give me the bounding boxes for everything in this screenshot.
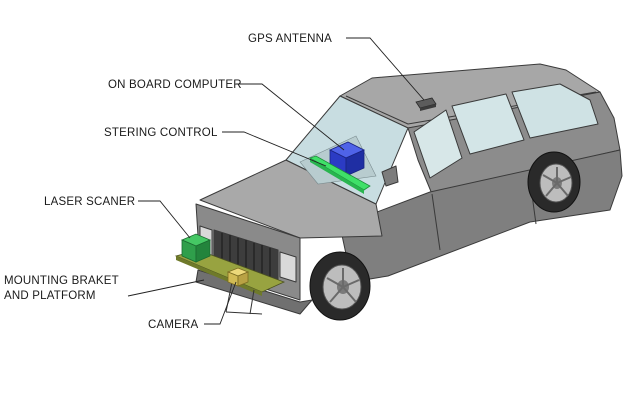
leader-laser-scanner: [138, 200, 191, 239]
door-line-front: [431, 193, 441, 251]
headlight-right: [279, 251, 297, 283]
rear-wheel: [527, 151, 581, 213]
car-hood: [199, 159, 383, 239]
label-mounting-bracket-line1: MOUNTING BRAKET: [4, 275, 119, 287]
camera-unit: [226, 267, 250, 287]
laser-scanner-unit: [180, 233, 212, 263]
label-mounting-bracket-line2: AND PLATFORM: [4, 290, 96, 302]
middle-side-window: [451, 93, 525, 155]
leader-on-board-computer: [236, 83, 345, 151]
leader-mounting-platform: [127, 279, 205, 297]
label-gps-antenna: GPS ANTENNA: [248, 33, 332, 45]
label-laser-scanner: LASER SCANER: [44, 196, 135, 208]
front-wheel: [309, 251, 371, 321]
label-camera: CAMERA: [148, 319, 199, 331]
leader-gps-antenna: [346, 37, 425, 101]
leader-steering-control: [222, 131, 327, 167]
on-board-computer-unit: [329, 141, 365, 177]
label-steering-control: STERING CONTROL: [104, 127, 218, 139]
gps-antenna-unit: [415, 97, 437, 111]
rear-side-window: [511, 83, 599, 139]
leader-camera: [204, 281, 237, 325]
label-on-board-computer: ON BOARD COMPUTER: [108, 79, 242, 91]
grille-slats: [221, 233, 271, 277]
side-mirror: [381, 165, 399, 187]
front-side-window: [413, 109, 463, 179]
steering-control-unit: [309, 155, 371, 194]
